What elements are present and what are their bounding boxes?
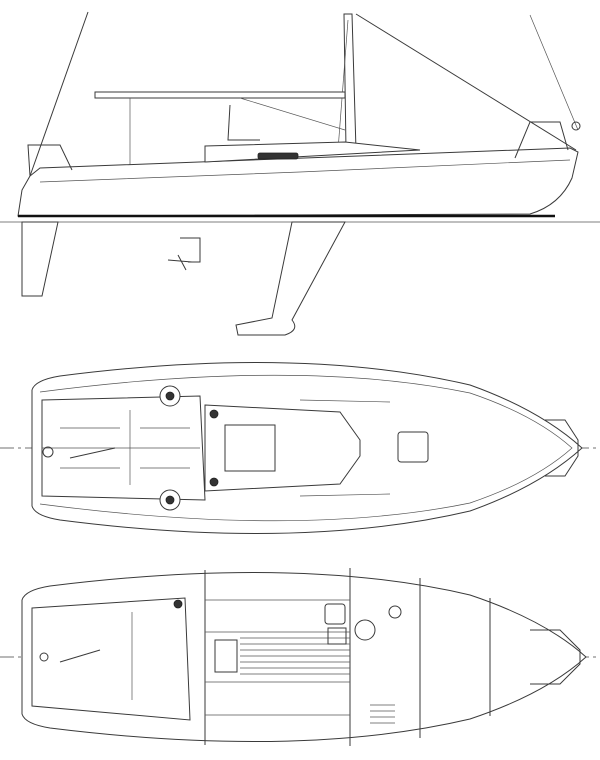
hull (17, 147, 579, 217)
toe-rail (39, 374, 573, 522)
basin (388, 605, 402, 619)
bow-fitting (571, 121, 581, 131)
cabin-top (204, 404, 361, 492)
stern-pulpit (27, 144, 73, 177)
hatch-outline (227, 104, 260, 141)
boom (94, 91, 346, 99)
propeller (167, 237, 201, 271)
portlight (257, 152, 299, 160)
winch-icon (165, 391, 175, 401)
side-profile-view (0, 11, 600, 336)
winch-icon (165, 495, 175, 505)
stove (327, 627, 347, 645)
tiller (69, 447, 116, 459)
sink (324, 603, 346, 625)
forestay (355, 13, 577, 151)
forehatch (397, 431, 429, 463)
cockpit (31, 597, 191, 721)
companionway (224, 424, 276, 472)
bow-pulpit (545, 419, 579, 477)
interior-plan-view (0, 568, 600, 746)
sheer-line (39, 159, 571, 183)
tiller-pivot (39, 652, 49, 662)
rudder (21, 221, 59, 297)
cabin-sole (240, 637, 350, 675)
genoa-track (299, 399, 391, 497)
winch-icon (209, 477, 219, 487)
toilet (354, 619, 376, 641)
keel (235, 221, 346, 336)
grating (370, 704, 395, 724)
vang (239, 97, 346, 131)
backstay (29, 11, 89, 177)
settee (205, 599, 350, 716)
seat-slats (60, 427, 190, 469)
hull-outline (21, 571, 587, 743)
tiller-pivot (42, 446, 54, 458)
winch-icon (209, 409, 219, 419)
companionway-steps (214, 639, 238, 673)
winch-icon (173, 599, 183, 609)
jib-edge (529, 14, 579, 131)
bow-pulpit (530, 629, 581, 685)
deck-plan-view (0, 361, 600, 535)
mast (343, 13, 357, 151)
bow-pulpit (514, 121, 569, 159)
tiller (59, 649, 101, 663)
cockpit (41, 395, 206, 501)
